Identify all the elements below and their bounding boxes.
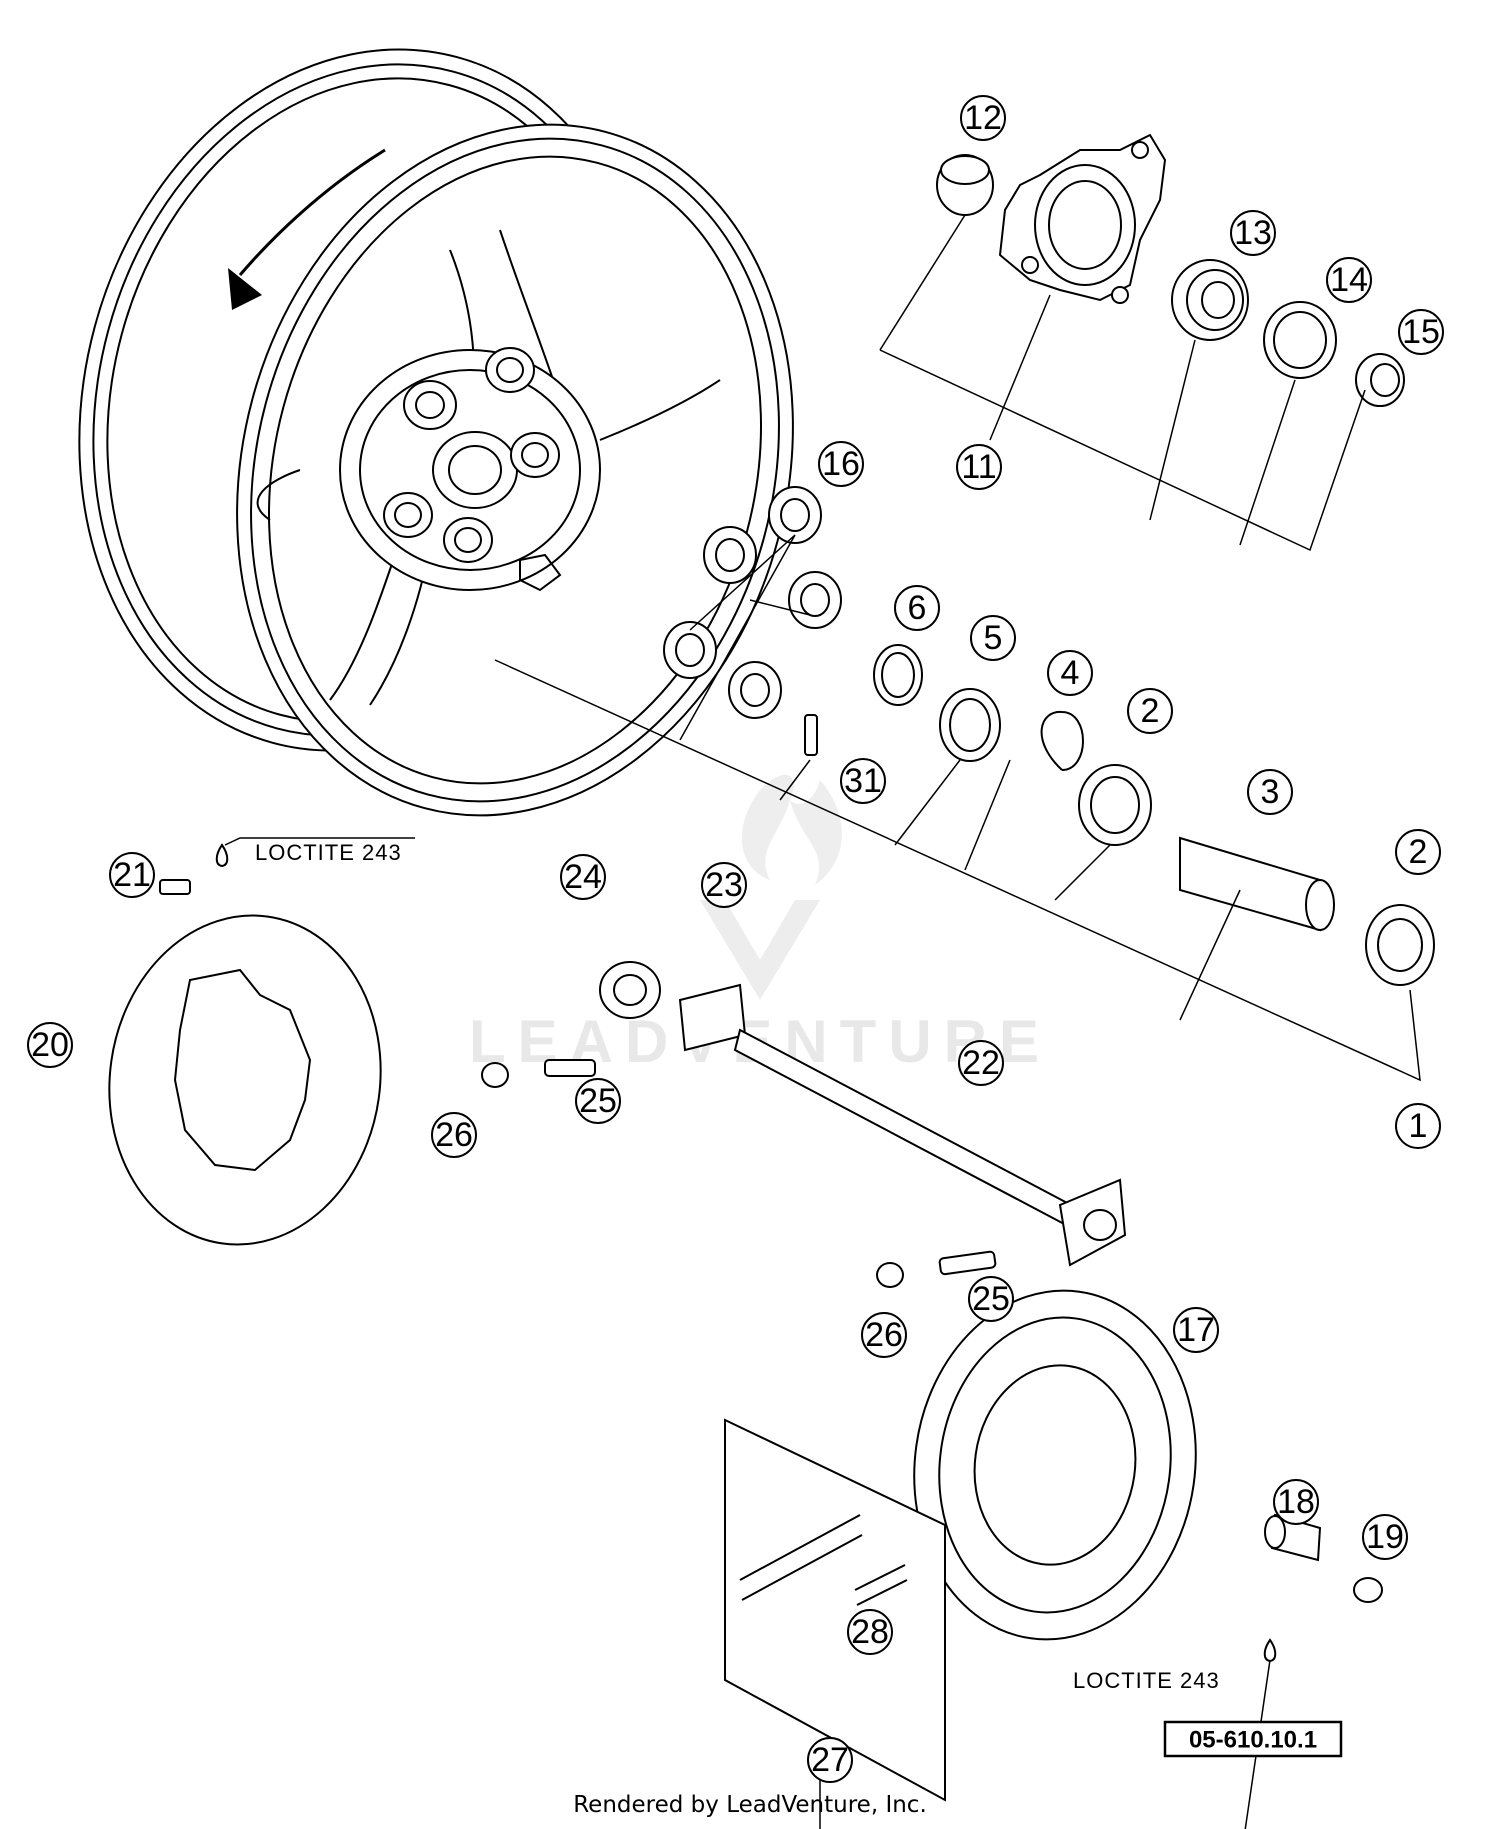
callout-18: 18 — [1277, 1483, 1315, 1521]
callout-3: 3 — [1261, 773, 1280, 811]
axle-group — [481, 961, 1127, 1288]
callout-1: 1 — [1409, 1107, 1428, 1145]
callout-28: 28 — [851, 1613, 889, 1651]
damper-rubbers — [663, 486, 842, 719]
callout-27: 27 — [811, 1741, 849, 1779]
callout-22: 22 — [962, 1044, 1000, 1082]
callout-4: 4 — [1061, 654, 1080, 692]
callout-circles — [27, 95, 1444, 1783]
rear-sprocket — [913, 1289, 1383, 1663]
callout-13: 13 — [1234, 214, 1272, 252]
callout-2-upper: 2 — [1141, 692, 1160, 730]
callout-17: 17 — [1177, 1311, 1215, 1349]
leader-lines — [224, 214, 1421, 1829]
callout-15: 15 — [1402, 313, 1440, 351]
callout-25-left: 25 — [579, 1082, 617, 1120]
rendered-by-footer: Rendered by LeadVenture, Inc. — [573, 1792, 927, 1818]
reference-code: 05-610.10.1 — [1189, 1727, 1317, 1754]
callout-14: 14 — [1330, 261, 1368, 299]
callout-19: 19 — [1366, 1518, 1404, 1556]
watermark: LEADVENTURE — [469, 774, 1039, 1075]
sprocket-carrier-group — [936, 133, 1405, 407]
callout-26-right: 26 — [865, 1316, 903, 1354]
callout-11: 11 — [961, 448, 996, 486]
brake-disc — [108, 843, 382, 1246]
callout-12: 12 — [964, 99, 1002, 137]
reference-code-box: 05-610.10.1 — [1163, 1720, 1343, 1758]
callout-23: 23 — [705, 866, 743, 904]
callout-26-left: 26 — [435, 1116, 473, 1154]
loctite-note-bottom: LOCTITE 243 — [1073, 1668, 1220, 1693]
chain-kit — [724, 1418, 946, 1802]
callout-2-lower: 2 — [1409, 833, 1428, 871]
callout-6: 6 — [908, 589, 927, 627]
callout-25-right: 25 — [972, 1280, 1010, 1318]
callout-21: 21 — [113, 856, 151, 894]
callout-31: 31 — [844, 762, 882, 800]
rear-wheel — [78, 48, 794, 817]
loctite-note-top: LOCTITE 243 — [255, 840, 402, 865]
hub-bearing-parts — [804, 644, 1435, 986]
callout-5: 5 — [984, 619, 1003, 657]
callout-20: 20 — [31, 1026, 69, 1064]
callout-labels: 1 2 2 3 4 5 6 11 12 13 14 15 16 17 18 19… — [31, 99, 1440, 1779]
callout-24: 24 — [564, 858, 602, 896]
callout-16: 16 — [822, 445, 860, 483]
